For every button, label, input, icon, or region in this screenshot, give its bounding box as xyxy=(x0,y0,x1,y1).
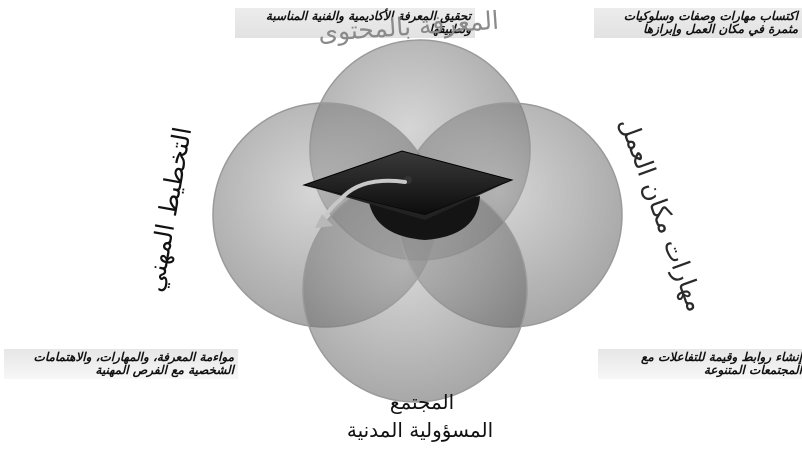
label-civic-responsibility: المسؤولية المدنية xyxy=(330,418,510,442)
label-community: المجتمع xyxy=(382,390,462,414)
